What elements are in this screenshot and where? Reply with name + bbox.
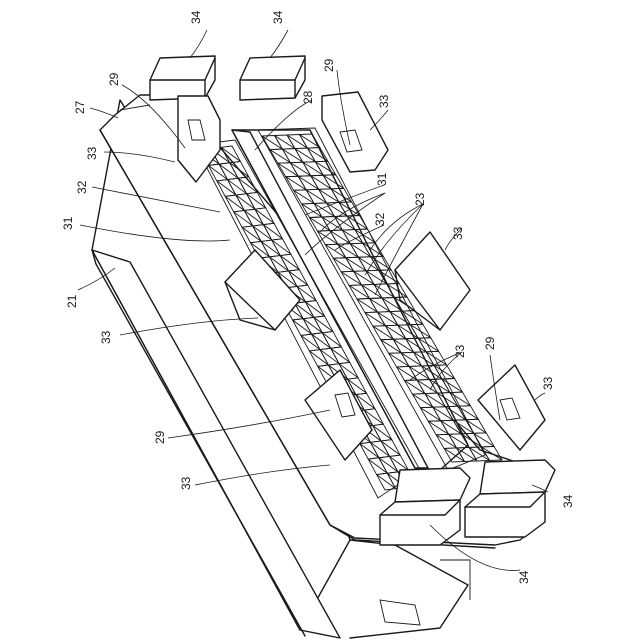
label-27: 27 xyxy=(73,100,87,114)
label-21: 21 xyxy=(65,294,79,308)
label-32-right: 32 xyxy=(373,212,387,226)
label-32-left: 32 xyxy=(75,180,89,194)
latch-bottom-right xyxy=(478,365,545,450)
label-33-top-right: 33 xyxy=(377,94,391,108)
latch-mid-right xyxy=(395,232,470,330)
cavity-cell xyxy=(418,338,438,352)
label-31-right: 31 xyxy=(375,172,389,186)
label-29-bottom-right: 29 xyxy=(483,336,497,350)
label-29-top-right: 29 xyxy=(322,58,336,72)
cavity-cell xyxy=(466,419,486,433)
label-34-bottom-right: 34 xyxy=(561,494,575,508)
label-34-top-right: 34 xyxy=(271,10,285,24)
label-33-bottom-right: 33 xyxy=(541,376,555,390)
label-33-top-left: 33 xyxy=(85,146,99,160)
label-23-upper: 23 xyxy=(413,192,427,206)
cavity-cell xyxy=(458,406,478,420)
label-33-mid-right: 33 xyxy=(451,226,465,240)
top-pad-right xyxy=(240,56,305,100)
label-29-top-left: 29 xyxy=(107,72,121,86)
label-29-bottom-left: 29 xyxy=(153,430,167,444)
label-23-lower: 23 xyxy=(453,344,467,358)
label-33-bottom-left: 33 xyxy=(179,476,193,490)
top-pad-left xyxy=(150,56,215,100)
label-34-top-left: 34 xyxy=(189,10,203,24)
label-34-bottom-left: 34 xyxy=(517,570,531,584)
label-31-left: 31 xyxy=(61,216,75,230)
label-33-mid-left: 33 xyxy=(99,330,113,344)
cavity-cell xyxy=(442,379,462,393)
cavity-cell xyxy=(450,392,470,406)
label-28: 28 xyxy=(301,90,315,104)
